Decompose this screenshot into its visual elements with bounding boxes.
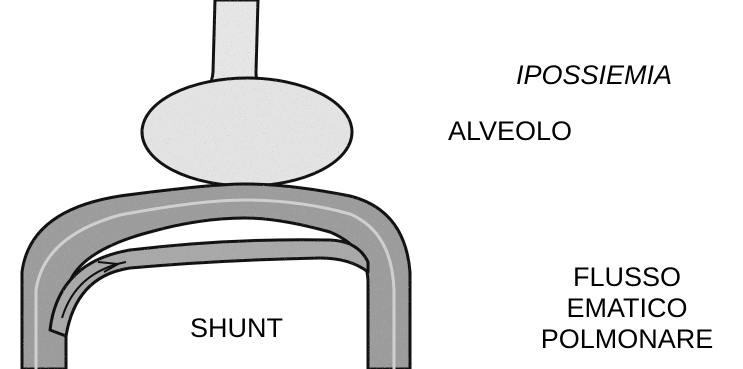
pulmonary-flow-label: FLUSSO EMATICO POLMONARE: [527, 262, 727, 355]
alveolus-label: ALVEOLO: [448, 116, 572, 147]
pulmonary-flow-line-3: POLMONARE: [527, 324, 727, 355]
pulmonary-flow-line-2: EMATICO: [527, 293, 727, 324]
shunt-label: SHUNT: [190, 313, 283, 344]
hypoxemia-title: IPOSSIEMIA: [516, 60, 672, 91]
pulmonary-flow-line-1: FLUSSO: [527, 262, 727, 293]
alveolus-sac: [142, 78, 352, 186]
airway: [206, 0, 262, 90]
